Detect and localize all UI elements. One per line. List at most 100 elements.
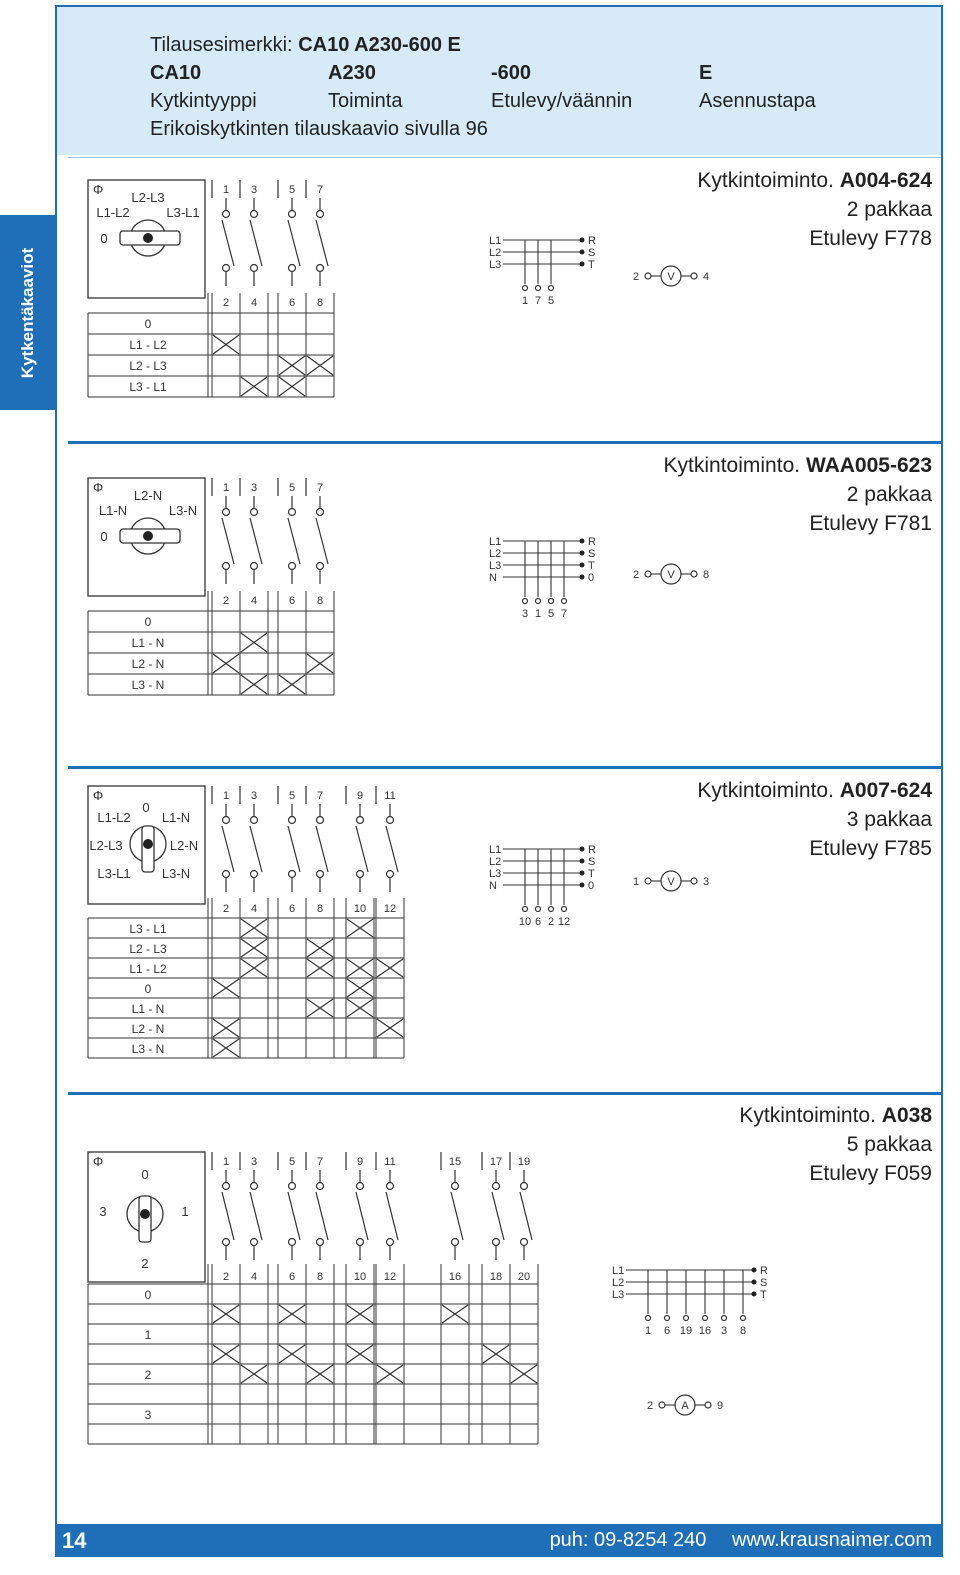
terminal-dot: [534, 284, 542, 292]
wire: [240, 674, 268, 695]
meter-terminal-label: 9: [717, 1400, 723, 1412]
wire: [240, 376, 268, 397]
line-in-label: L3: [489, 259, 501, 271]
wire: [287, 825, 301, 873]
dial-position-label: L3-N: [169, 503, 197, 518]
top-terminal-number: 7: [317, 184, 323, 196]
top-terminal-number: 5: [289, 790, 295, 802]
dial-position-label: L2-L3: [131, 190, 164, 205]
wire: [240, 958, 268, 978]
function-block-waa005: Kytkintoiminto. WAA005-623 2 pakkaa Etul…: [663, 454, 932, 535]
bottom-terminal-number: 2: [223, 297, 229, 309]
section-divider: [68, 441, 941, 444]
terminal-dot: [287, 209, 297, 219]
bus-end-dot: [751, 1291, 757, 1297]
switch-position-label: L1 - L2: [129, 962, 167, 976]
caption-front-plate: Etulevy/väännin: [491, 90, 633, 112]
meter-terminal-label: 4: [703, 271, 709, 283]
terminal-dot: [249, 1181, 259, 1191]
top-terminal-number: 3: [251, 184, 257, 196]
terminal-dot: [315, 1237, 325, 1247]
meter-terminal-label: 2: [647, 1400, 653, 1412]
bus-terminal-number: 5: [548, 608, 554, 620]
terminal-dot: [658, 1401, 666, 1409]
function-block-a038: Kytkintoiminto. A038 5 pakkaa Etulevy F0…: [739, 1104, 932, 1185]
wire: [240, 632, 268, 653]
terminal-dot: [663, 1314, 671, 1322]
terminal-dot: [385, 1237, 395, 1247]
knob-center: [143, 233, 153, 243]
bottom-terminal-number: 8: [317, 903, 323, 915]
wire: [346, 918, 374, 938]
top-terminal-number: 3: [251, 790, 257, 802]
side-tab-wiring-diagrams: Kytkentäkaaviot: [0, 215, 55, 410]
line-out-label: 0: [588, 572, 594, 584]
terminal-dot: [287, 263, 297, 273]
terminal-dot: [519, 1181, 529, 1191]
wire: [441, 1304, 469, 1324]
dial-position-label: 0: [100, 529, 107, 544]
terminal-dot: [547, 905, 555, 913]
terminal-dot: [287, 507, 297, 517]
bus-terminal-number: 1: [535, 608, 541, 620]
terminal-dot: [355, 1181, 365, 1191]
wire: [278, 376, 306, 397]
bottom-terminal-number: 16: [449, 1271, 461, 1283]
terminal-dot: [547, 284, 555, 292]
wire: [491, 1191, 505, 1241]
terminal-dot: [739, 1314, 747, 1322]
bottom-terminal-number: 2: [223, 1271, 229, 1283]
bus-terminal-number: 1: [645, 1325, 651, 1337]
bus-terminal-number: 16: [699, 1325, 711, 1337]
bus-end-dot: [579, 846, 585, 852]
terminal-dot: [315, 209, 325, 219]
wire: [306, 958, 334, 978]
dial-position-label: L1-L2: [97, 810, 130, 825]
meter-terminal-label: 3: [703, 876, 709, 888]
dial-position-label: 2: [141, 1256, 148, 1271]
bottom-terminal-number: 2: [223, 903, 229, 915]
website-link[interactable]: www.krausnaimer.com: [731, 1529, 932, 1551]
switch-position-label: L1 - L2: [129, 338, 167, 352]
bus-terminal-number: 2: [548, 916, 554, 928]
phase-symbol: Φ: [93, 182, 103, 197]
switch-position-label: L3 - L1: [129, 922, 167, 936]
terminal-dot: [690, 272, 698, 280]
terminal-dot: [221, 263, 231, 273]
bottom-terminal-number: 2: [223, 595, 229, 607]
bottom-terminal-number: 6: [289, 595, 295, 607]
switch-position-label: L2 - N: [132, 657, 165, 671]
dial-position-label: L1-N: [162, 810, 190, 825]
switch-position-label: L1 - N: [132, 636, 165, 650]
bottom-terminal-number: 8: [317, 1271, 323, 1283]
line-in-label: L1: [612, 1265, 624, 1277]
wire: [221, 825, 235, 873]
meter-symbol: V: [667, 271, 675, 283]
terminal-dot: [287, 815, 297, 825]
line-in-label: N: [489, 572, 497, 584]
knob-center: [140, 1209, 150, 1219]
wire: [355, 825, 369, 873]
line-out-label: S: [588, 548, 595, 560]
bus-terminal-number: 3: [522, 608, 528, 620]
top-terminal-number: 19: [518, 1156, 530, 1168]
terminal-dot: [560, 905, 568, 913]
bottom-terminal-number: 12: [384, 903, 396, 915]
switch-position-label: 0: [145, 615, 152, 629]
bus-terminal-number: 7: [535, 295, 541, 307]
caption-switch-type: Kytkintyyppi: [150, 90, 257, 112]
order-example-line: Tilausesimerkki: CA10 A230-600 E: [150, 34, 461, 56]
terminal-dot: [521, 284, 529, 292]
phase-symbol: Φ: [93, 480, 103, 495]
wire: [376, 958, 404, 978]
wire: [249, 1191, 263, 1241]
terminal-dot: [287, 869, 297, 879]
bottom-terminal-number: 4: [251, 1271, 257, 1283]
contact-block: [212, 1152, 538, 1450]
bus-end-dot: [579, 858, 585, 864]
line-in-label: L1: [489, 536, 501, 548]
top-terminal-number: 9: [357, 790, 363, 802]
wire: [278, 1304, 306, 1324]
order-example-header: Tilausesimerkki: CA10 A230-600 E CA10 A2…: [57, 7, 941, 155]
